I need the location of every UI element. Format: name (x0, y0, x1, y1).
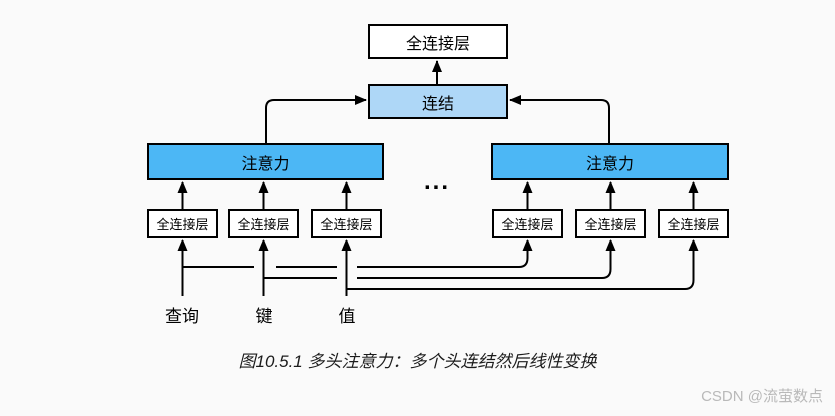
output-fc-layer-box: 全连接层 (368, 24, 508, 59)
heads-ellipsis: ... (423, 168, 450, 195)
fc-layer-box-key-right: 全连接层 (575, 209, 646, 238)
key-label: 键 (255, 307, 273, 326)
attention-right-box: 注意力 (491, 143, 729, 180)
csdn-watermark: CSDN @流萤数点 (701, 388, 823, 405)
figure-caption: 图10.5.1 多头注意力：多个头连结然后线性变换 (238, 352, 597, 371)
arrow-attn-right-to-concat (509, 95, 610, 143)
concat-box: 连结 (368, 84, 508, 119)
query-label: 查询 (165, 307, 199, 326)
arrow-value-branch (346, 239, 699, 290)
fc-layer-box-query-right: 全连接层 (492, 209, 563, 238)
arrow-key-branch (357, 239, 616, 279)
fc-layer-box-key-left: 全连接层 (228, 209, 299, 238)
fc-layer-box-value-right: 全连接层 (658, 209, 729, 238)
arrow-attn-left-to-concat (265, 95, 367, 143)
fc-layer-box-query-left: 全连接层 (147, 209, 218, 238)
attention-left-box: 注意力 (147, 143, 384, 180)
value-label: 值 (338, 307, 356, 326)
arrow-query-branch (357, 239, 533, 268)
fc-layer-box-value-left: 全连接层 (311, 209, 382, 238)
